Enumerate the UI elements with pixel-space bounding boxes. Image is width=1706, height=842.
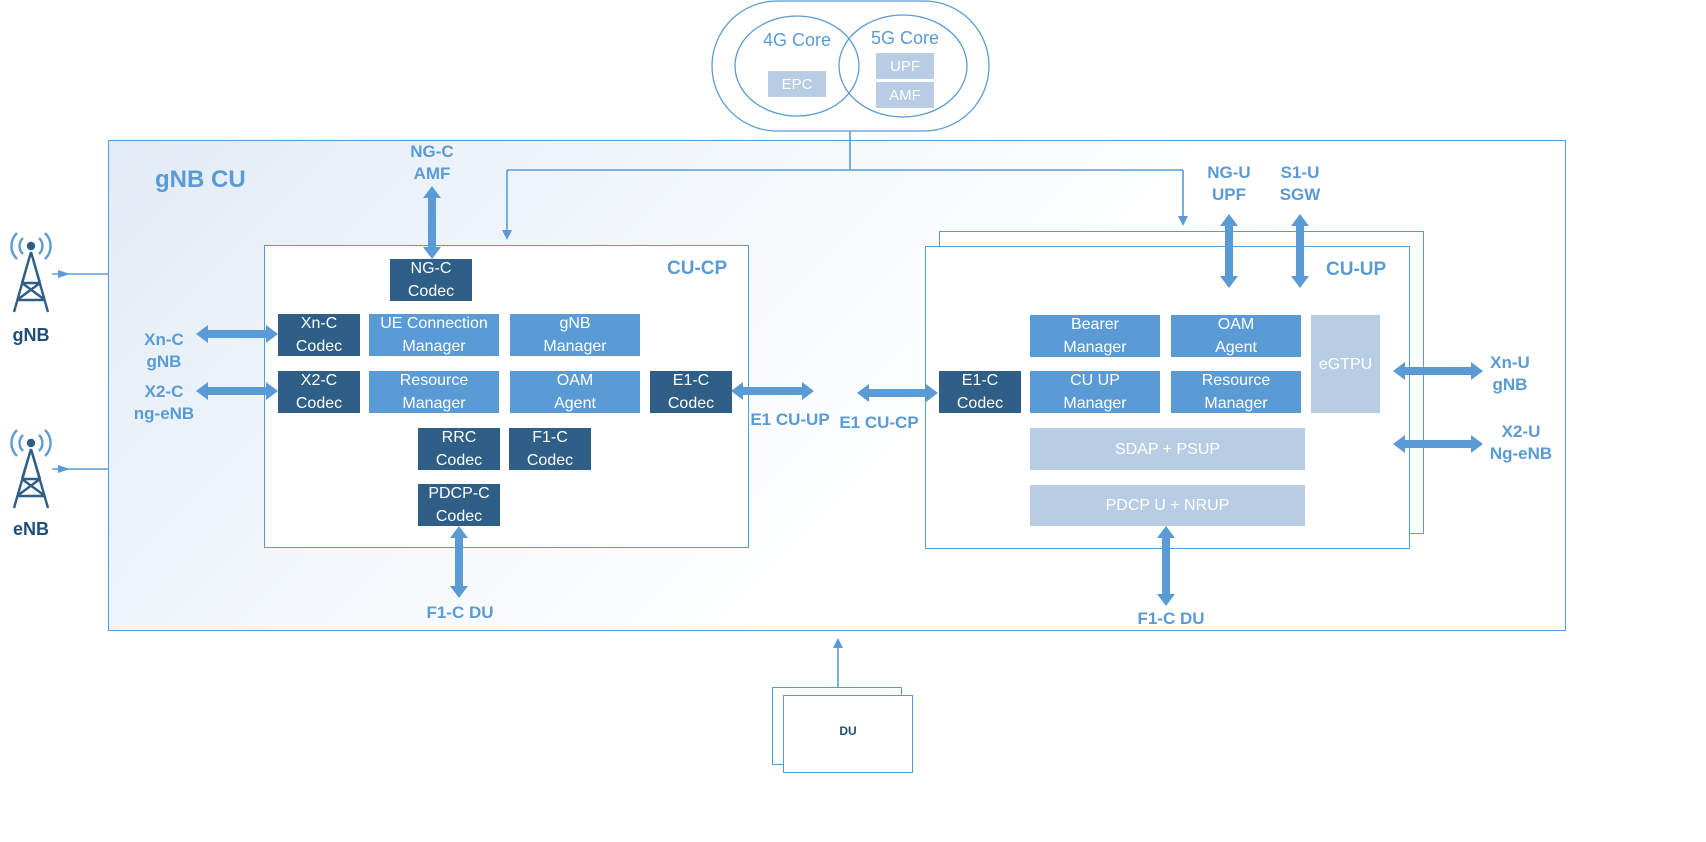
s1u-sgw-label: S1-U SGW [1279,163,1321,204]
enb-link-arrowhead [58,465,70,473]
e1-cuup-label: E1 CU-UP [750,410,830,429]
ngu-upf-arrow [1220,214,1238,288]
gnb-label: gNB [12,325,50,345]
f1c-codec-box: F1-C Codec [509,428,591,470]
ue-connection-manager-box: UE Connection Manager [369,314,499,356]
e1-cucp-arrow [857,384,938,402]
core-4g-ellipse [734,15,860,117]
amf-box: AMF [876,82,934,108]
x2u-ngenb-arrow [1393,435,1483,453]
enb-tower-icon [10,429,52,509]
x2c-ngenb-label: X2-C ng-eNB [133,382,195,423]
x2c-ngenb-arrow [196,382,278,400]
cuup-e1c-codec-box: E1-C Codec [939,371,1021,413]
ngc-amf-arrow [423,186,441,259]
xnc-codec-box: Xn-C Codec [278,314,360,356]
x2c-codec-box: X2-C Codec [278,371,360,413]
du-label: DU [839,724,857,738]
cuup-resource-manager-box: Resource Manager [1171,371,1301,413]
gnb-cu-title: gNB CU [155,166,246,193]
cuup-manager-box: CU UP Manager [1030,371,1160,413]
x2u-ngenb-label: X2-U Ng-eNB [1489,422,1553,463]
gnb-manager-box: gNB Manager [510,314,640,356]
xnc-gnb-arrow [196,325,278,343]
f1c-du-left-arrow [450,526,468,598]
epc-box: EPC [768,71,826,97]
core-5g-ellipse [838,14,968,118]
f1c-du-left-label: F1-C DU [426,603,494,622]
xnu-gnb-label: Xn-U gNB [1490,353,1530,394]
core-connector [502,131,1188,240]
cu-cp-title: CU-CP [667,258,728,279]
sdap-psup-box: SDAP + PSUP [1030,428,1305,470]
core-5g-label: 5G Core [871,28,940,48]
s1u-sgw-arrow [1291,214,1309,288]
rrc-codec-box: RRC Codec [418,428,500,470]
cuup-oam-agent-box: OAM Agent [1171,315,1301,357]
f1c-du-right-label: F1-C DU [1137,609,1205,628]
ngu-upf-label: NG-U UPF [1207,163,1251,204]
ngc-amf-label: NG-C AMF [410,142,454,183]
enb-label: eNB [12,519,49,539]
bearer-manager-box: Bearer Manager [1030,315,1160,357]
e1-cuup-arrow [731,382,814,400]
core-4g-label: 4G Core [763,30,832,50]
pdcpc-codec-box: PDCP-C Codec [418,484,500,526]
xnu-gnb-arrow [1393,362,1483,380]
cucp-resource-manager-box: Resource Manager [369,371,499,413]
gnb-tower-icon [10,232,52,313]
xnc-gnb-label: Xn-C gNB [144,330,184,371]
ngc-codec-box: NG-C Codec [390,259,472,301]
pdcp-nrup-box: PDCP U + NRUP [1030,485,1305,526]
cucp-e1c-codec-box: E1-C Codec [650,371,732,413]
du-front-box [783,695,913,773]
cu-up-title: CU-UP [1326,259,1387,280]
gnb-link-arrowhead [58,270,70,278]
f1c-du-right-arrow [1157,526,1175,606]
upf-box: UPF [876,53,934,79]
egtpu-box: eGTPU [1311,315,1380,413]
cucp-oam-agent-box: OAM Agent [510,371,640,413]
e1-cucp-label: E1 CU-CP [839,413,919,432]
